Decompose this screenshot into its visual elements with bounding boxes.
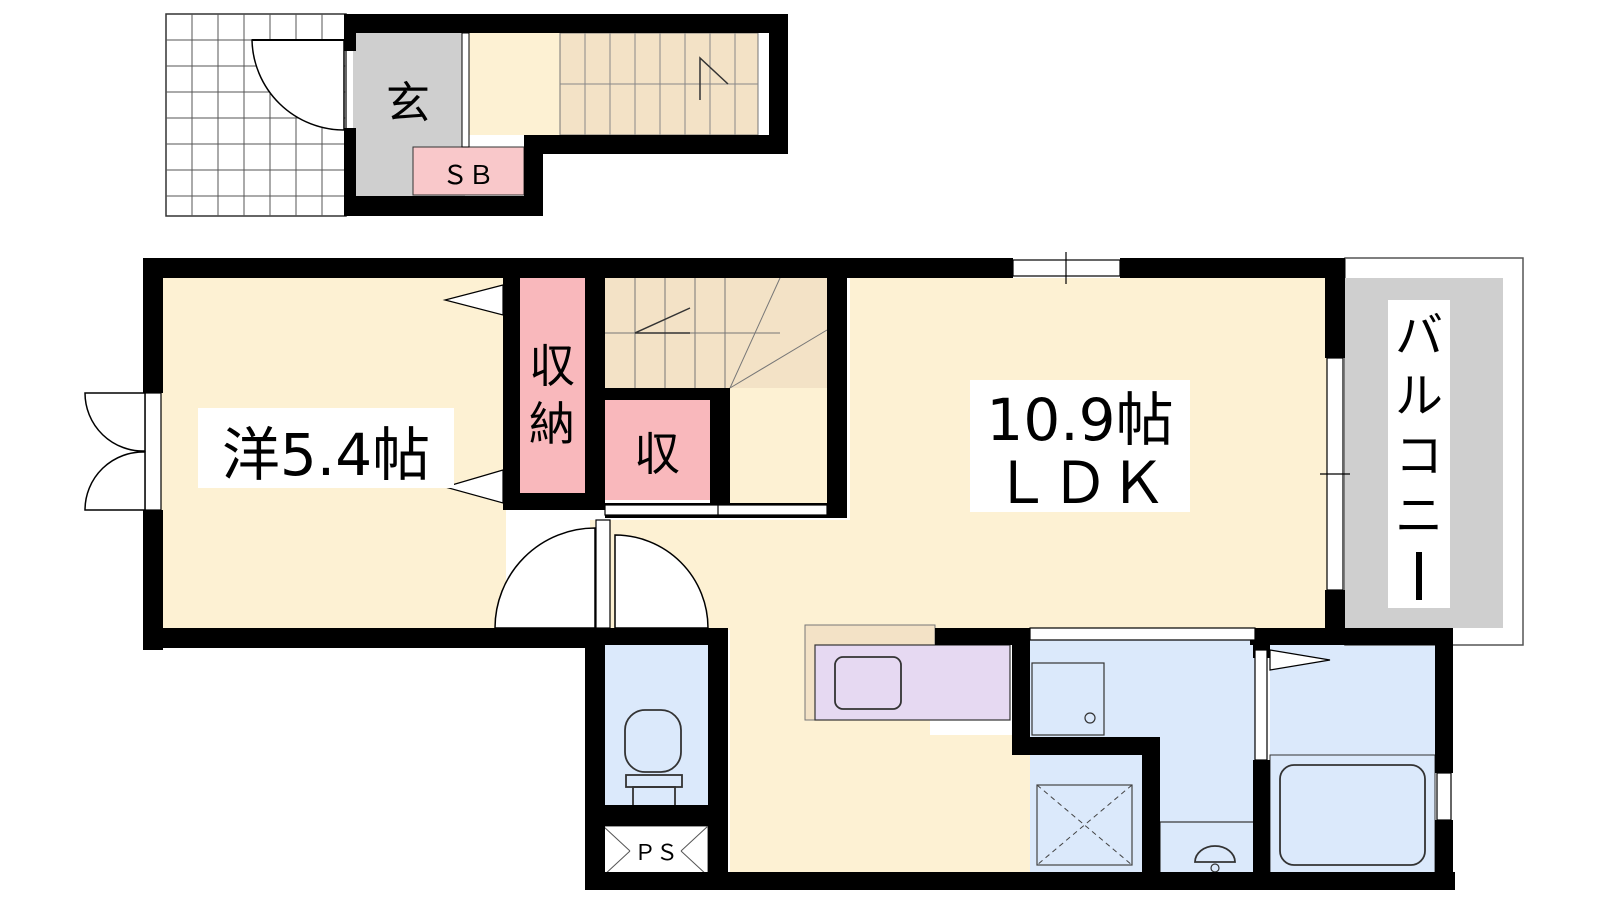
closet <box>520 278 585 503</box>
main-walls <box>143 258 1455 890</box>
closet-door-markers <box>442 284 504 504</box>
storage-label: 収 <box>634 427 680 481</box>
svg-text:ル: ル <box>1395 368 1443 424</box>
pipe-space <box>602 825 709 877</box>
genkan-partition <box>461 32 470 148</box>
bathroom <box>1270 645 1435 875</box>
bathtub-icon <box>1279 764 1426 866</box>
pipe-space-label: ＰＳ <box>634 841 678 866</box>
genkan-label: 玄 <box>386 78 430 129</box>
thin-walls <box>1029 627 1268 761</box>
upper-hall-floor <box>465 33 560 135</box>
washing-machine-icon <box>1031 662 1105 736</box>
main-stairs-lower <box>730 388 827 508</box>
window-marks <box>717 252 1350 518</box>
main-stair-arrow <box>634 307 691 334</box>
window-bath <box>1436 772 1452 821</box>
washroom-upper <box>1030 640 1145 735</box>
ldk-name-label: ＬＤＫ <box>993 449 1167 517</box>
storage <box>605 400 710 500</box>
toilet-room <box>603 645 708 805</box>
entrance-walls <box>344 14 788 216</box>
entry-door-swing <box>251 39 345 131</box>
left-double-door <box>84 392 146 511</box>
ldk-size-label: 10.9帖 <box>986 386 1173 454</box>
toilet-door <box>595 519 709 629</box>
window-left <box>144 392 162 511</box>
windows <box>144 259 1452 821</box>
upper-stair-treads <box>560 33 758 135</box>
western-room-label-bg <box>198 408 454 488</box>
upper-stair-arrow <box>699 56 729 100</box>
svg-text:バ: バ <box>1395 308 1443 364</box>
basin-icon <box>1194 845 1236 863</box>
closet-label-top: 収 <box>529 339 575 393</box>
shoe-box-label: ＳＢ <box>442 161 494 191</box>
entrance-block: 玄 ＳＢ <box>165 13 788 217</box>
balcony-label: バ ル コ ニ <box>1395 308 1443 600</box>
stair-window <box>604 504 828 516</box>
svg-text:コ: コ <box>1395 428 1443 484</box>
floor-hatch <box>1036 784 1133 866</box>
bath-door-marker <box>1269 649 1331 671</box>
ldk-label-bg <box>970 380 1190 512</box>
western-room-label: 洋5.4帖 <box>222 421 430 489</box>
washing-machine-drain <box>1084 712 1096 724</box>
sink-icon <box>834 656 902 710</box>
floor-hatch-cross <box>1036 784 1133 866</box>
svg-text:ニ: ニ <box>1395 488 1443 544</box>
closet-label-bottom: 納 <box>529 397 575 451</box>
main-floor: 洋5.4帖 収 納 収 10.9帖 ＬＤＫ バ ル コ ニ ＰＳ <box>84 252 1524 890</box>
western-room-door <box>494 527 596 629</box>
balcony-long-mark <box>1416 552 1422 600</box>
pipe-space-cross <box>602 825 709 877</box>
